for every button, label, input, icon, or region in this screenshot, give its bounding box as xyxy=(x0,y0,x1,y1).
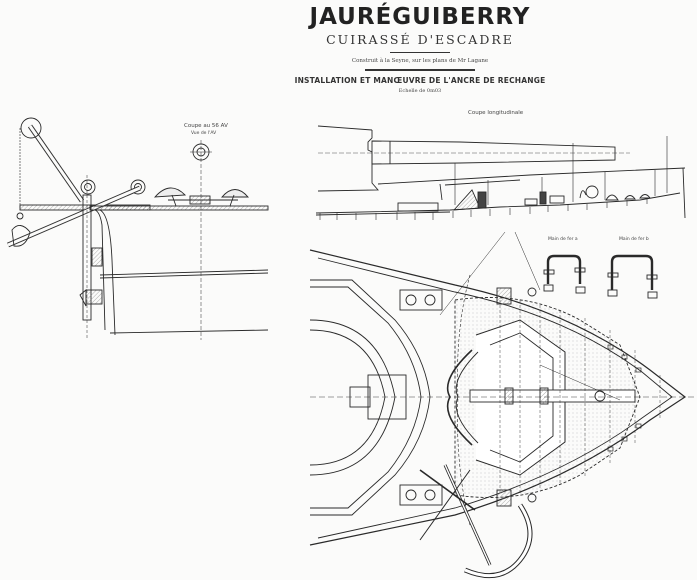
plan-view xyxy=(309,231,695,579)
anchor-icon xyxy=(419,464,533,579)
cross-section-sublabel: Vue de l'AV xyxy=(191,131,217,136)
longitudinal-section-label: Coupe longitudinale xyxy=(468,110,524,116)
cross-section-view xyxy=(7,117,269,340)
detail-a-drawing xyxy=(543,254,586,294)
detail-b-label: Main de fer b xyxy=(619,237,649,242)
shackle-icon xyxy=(80,179,96,195)
detail-b-drawing xyxy=(607,254,658,299)
cross-section-label: Coupe au 56 AV xyxy=(184,123,228,129)
title-divider xyxy=(390,52,450,53)
builder-note: Construit à la Seyne, sur les plans de M… xyxy=(351,58,489,64)
title-divider-2 xyxy=(365,69,475,71)
ship-name: JAURÉGUIBERRY xyxy=(309,4,531,30)
detail-a-label: Main de fer a xyxy=(548,237,578,242)
title-block: JAURÉGUIBERRY CUIRASSÉ D'ESCADRE Constru… xyxy=(280,4,560,94)
pulley-icon xyxy=(20,117,42,139)
drawing-title: INSTALLATION ET MANŒUVRE DE L'ANCRE DE R… xyxy=(294,75,546,85)
scale-note: Echelle de 0m03 xyxy=(398,87,442,94)
ship-type: CUIRASSÉ D'ESCADRE xyxy=(326,32,514,47)
longitudinal-section-view xyxy=(315,125,686,220)
